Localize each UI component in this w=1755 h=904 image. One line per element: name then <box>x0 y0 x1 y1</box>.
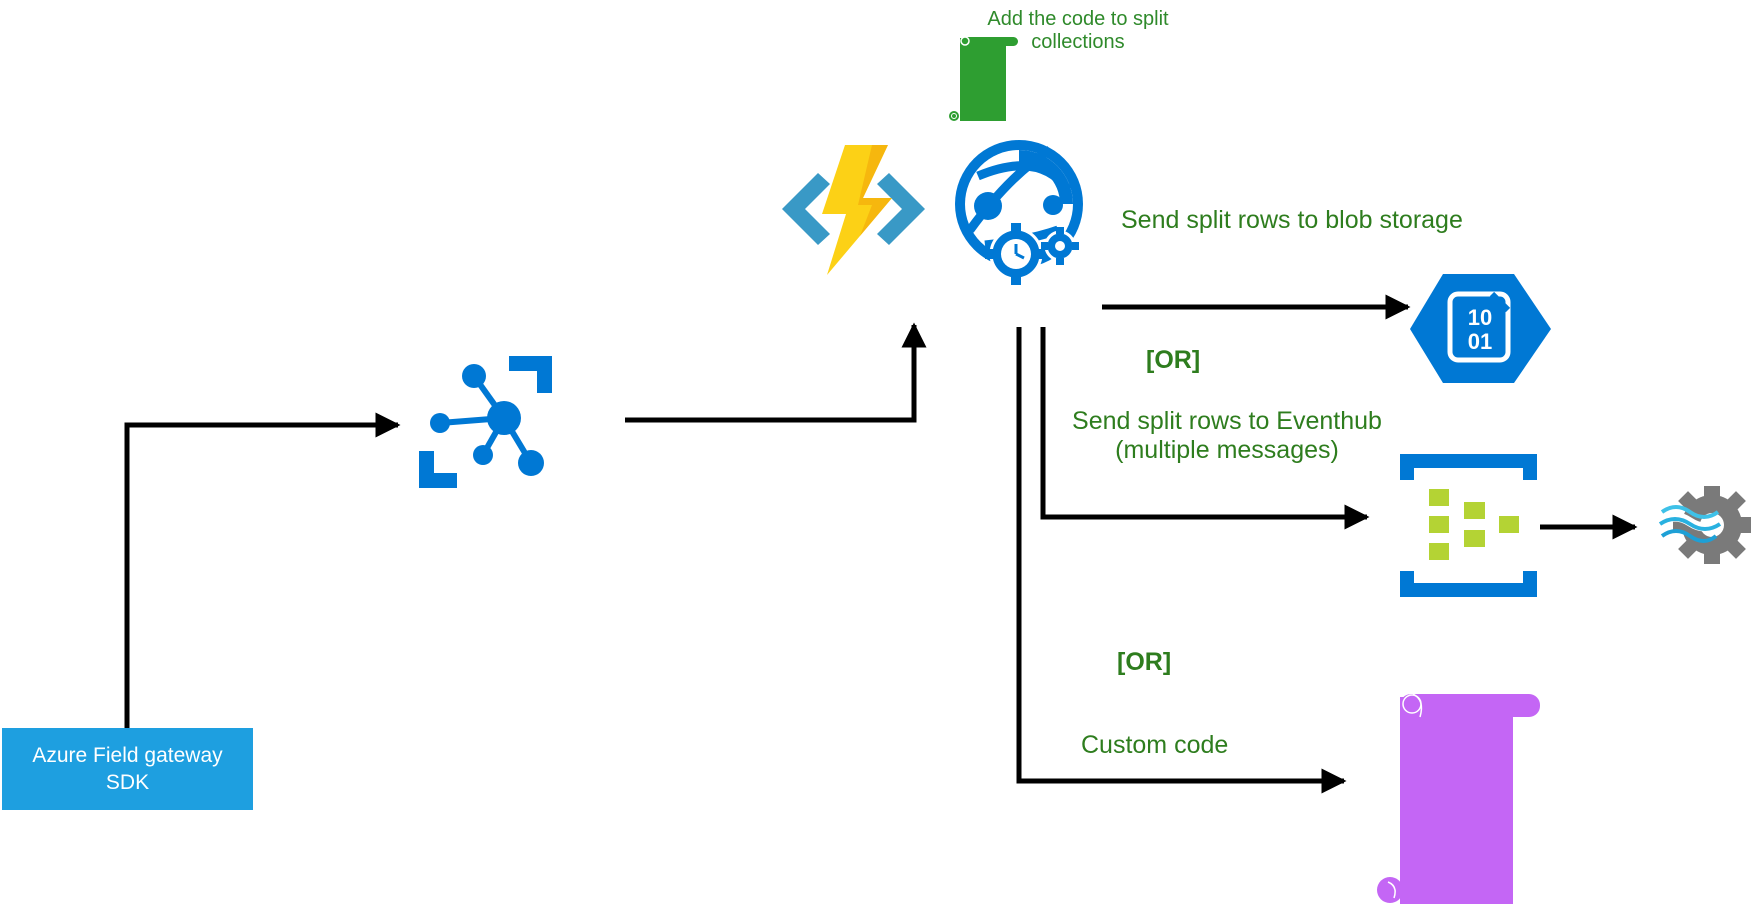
arrow-to-eventhub <box>1040 327 1370 530</box>
eventhub-label-line2: (multiple messages) <box>1115 436 1339 464</box>
script-scroll-icon <box>949 36 1018 121</box>
azure-function-icon <box>782 145 925 275</box>
arrow-iothub-to-function <box>625 322 927 423</box>
split-code-label-line2: collections <box>1031 31 1125 53</box>
custom-code-label: Custom code <box>1081 731 1229 759</box>
iot-hub-icon <box>419 356 552 488</box>
or-label-2: [OR] <box>1117 648 1172 676</box>
eventhub-label: Send split rows to Eventhub (multiple me… <box>1046 407 1408 465</box>
web-app-globe-gears-icon <box>955 140 1083 285</box>
or-label-1: [OR] <box>1146 346 1201 374</box>
svg-text:01: 01 <box>1468 329 1492 354</box>
split-code-label: Add the code to split collections <box>968 8 1188 54</box>
svg-text:10: 10 <box>1468 305 1492 330</box>
gateway-label-line2: SDK <box>105 771 150 794</box>
split-code-label-line1: Add the code to split <box>987 8 1169 30</box>
stream-analytics-gear-icon <box>1657 486 1751 564</box>
arrow-to-custom-code <box>1016 327 1347 794</box>
arrow-gateway-to-iothub <box>124 412 401 728</box>
blob-storage-hexagon-icon: 10 01 <box>1410 274 1551 383</box>
event-hub-icon <box>1400 454 1537 597</box>
blob-label: Send split rows to blob storage <box>1121 206 1463 234</box>
eventhub-label-line1: Send split rows to Eventhub <box>1072 407 1382 435</box>
custom-code-scroll-icon <box>1377 693 1540 904</box>
gateway-label-line1: Azure Field gateway <box>32 744 223 767</box>
connectors <box>124 294 1638 794</box>
azure-field-gateway-box: Azure Field gateway SDK <box>2 728 253 810</box>
